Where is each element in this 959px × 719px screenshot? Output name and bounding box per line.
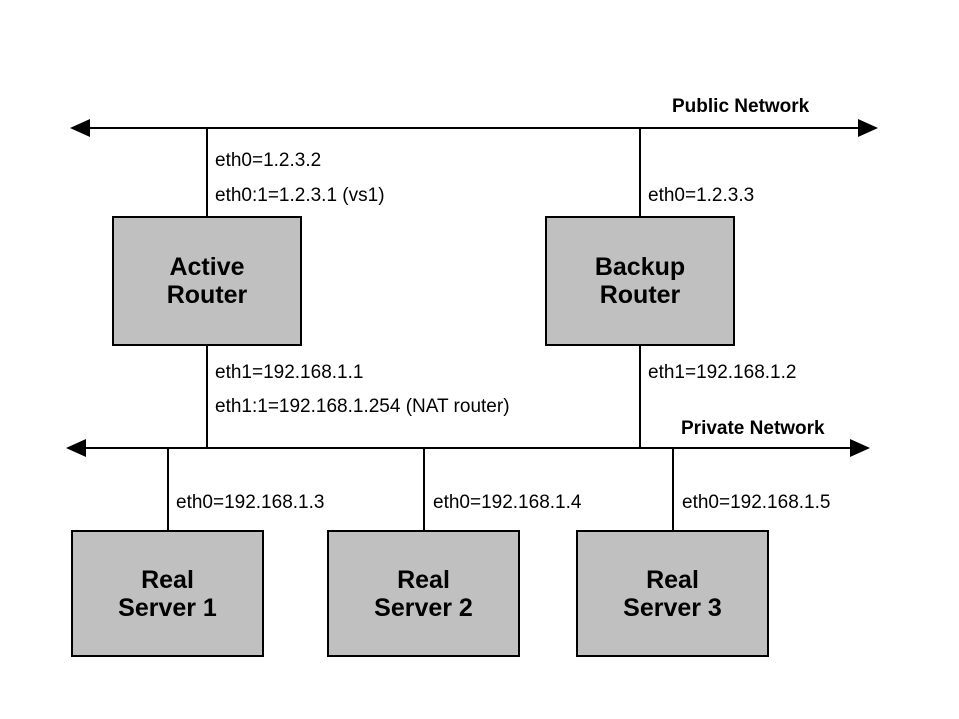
node-active-router[interactable]: Active Router [112,216,302,346]
backup-router-title-line2: Router [599,281,681,309]
real-server-1-title-line2: Server 1 [118,593,217,622]
public-network-bus-line [88,127,860,129]
real-server-1-link [167,447,169,531]
node-real-server-1[interactable]: Real Server 1 [71,530,264,657]
real-server-1-iface-label: eth0=192.168.1.3 [176,492,325,513]
private-bus-right-arrow-icon [850,439,870,457]
active-router-public-link [206,127,208,217]
backup-router-eth0-label: eth0=1.2.3.3 [648,185,755,206]
real-server-2-title-line2: Server 2 [374,593,473,622]
node-backup-router[interactable]: Backup Router [545,216,735,346]
public-network-label: Public Network [672,96,810,117]
active-router-title-line1: Active [169,253,245,281]
real-server-3-title-line1: Real [646,565,699,594]
real-server-1-title-line1: Real [141,565,194,594]
active-router-title-line2: Router [166,281,248,309]
backup-router-public-link [639,127,641,217]
active-router-private-link [206,345,208,449]
node-real-server-2[interactable]: Real Server 2 [327,530,520,657]
public-bus-right-arrow-icon [858,119,878,137]
active-router-eth0-label: eth0=1.2.3.2 [215,150,322,171]
real-server-2-title-line1: Real [397,565,450,594]
real-server-3-iface-label: eth0=192.168.1.5 [682,492,831,513]
active-router-eth0-alias-label: eth0:1=1.2.3.1 (vs1) [215,185,385,206]
node-real-server-3[interactable]: Real Server 3 [576,530,769,657]
real-server-2-iface-label: eth0=192.168.1.4 [433,492,582,513]
private-network-label: Private Network [681,418,825,439]
active-router-eth1-alias-label: eth1:1=192.168.1.254 (NAT router) [215,396,510,417]
real-server-3-title-line2: Server 3 [623,593,722,622]
private-network-bus-line [84,447,852,449]
private-bus-left-arrow-icon [66,439,86,457]
backup-router-title-line1: Backup [594,253,686,281]
real-server-3-link [672,447,674,531]
real-server-2-link [423,447,425,531]
backup-router-private-link [639,345,641,449]
backup-router-eth1-label: eth1=192.168.1.2 [648,362,797,383]
public-bus-left-arrow-icon [70,119,90,137]
active-router-eth1-label: eth1=192.168.1.1 [215,362,364,383]
